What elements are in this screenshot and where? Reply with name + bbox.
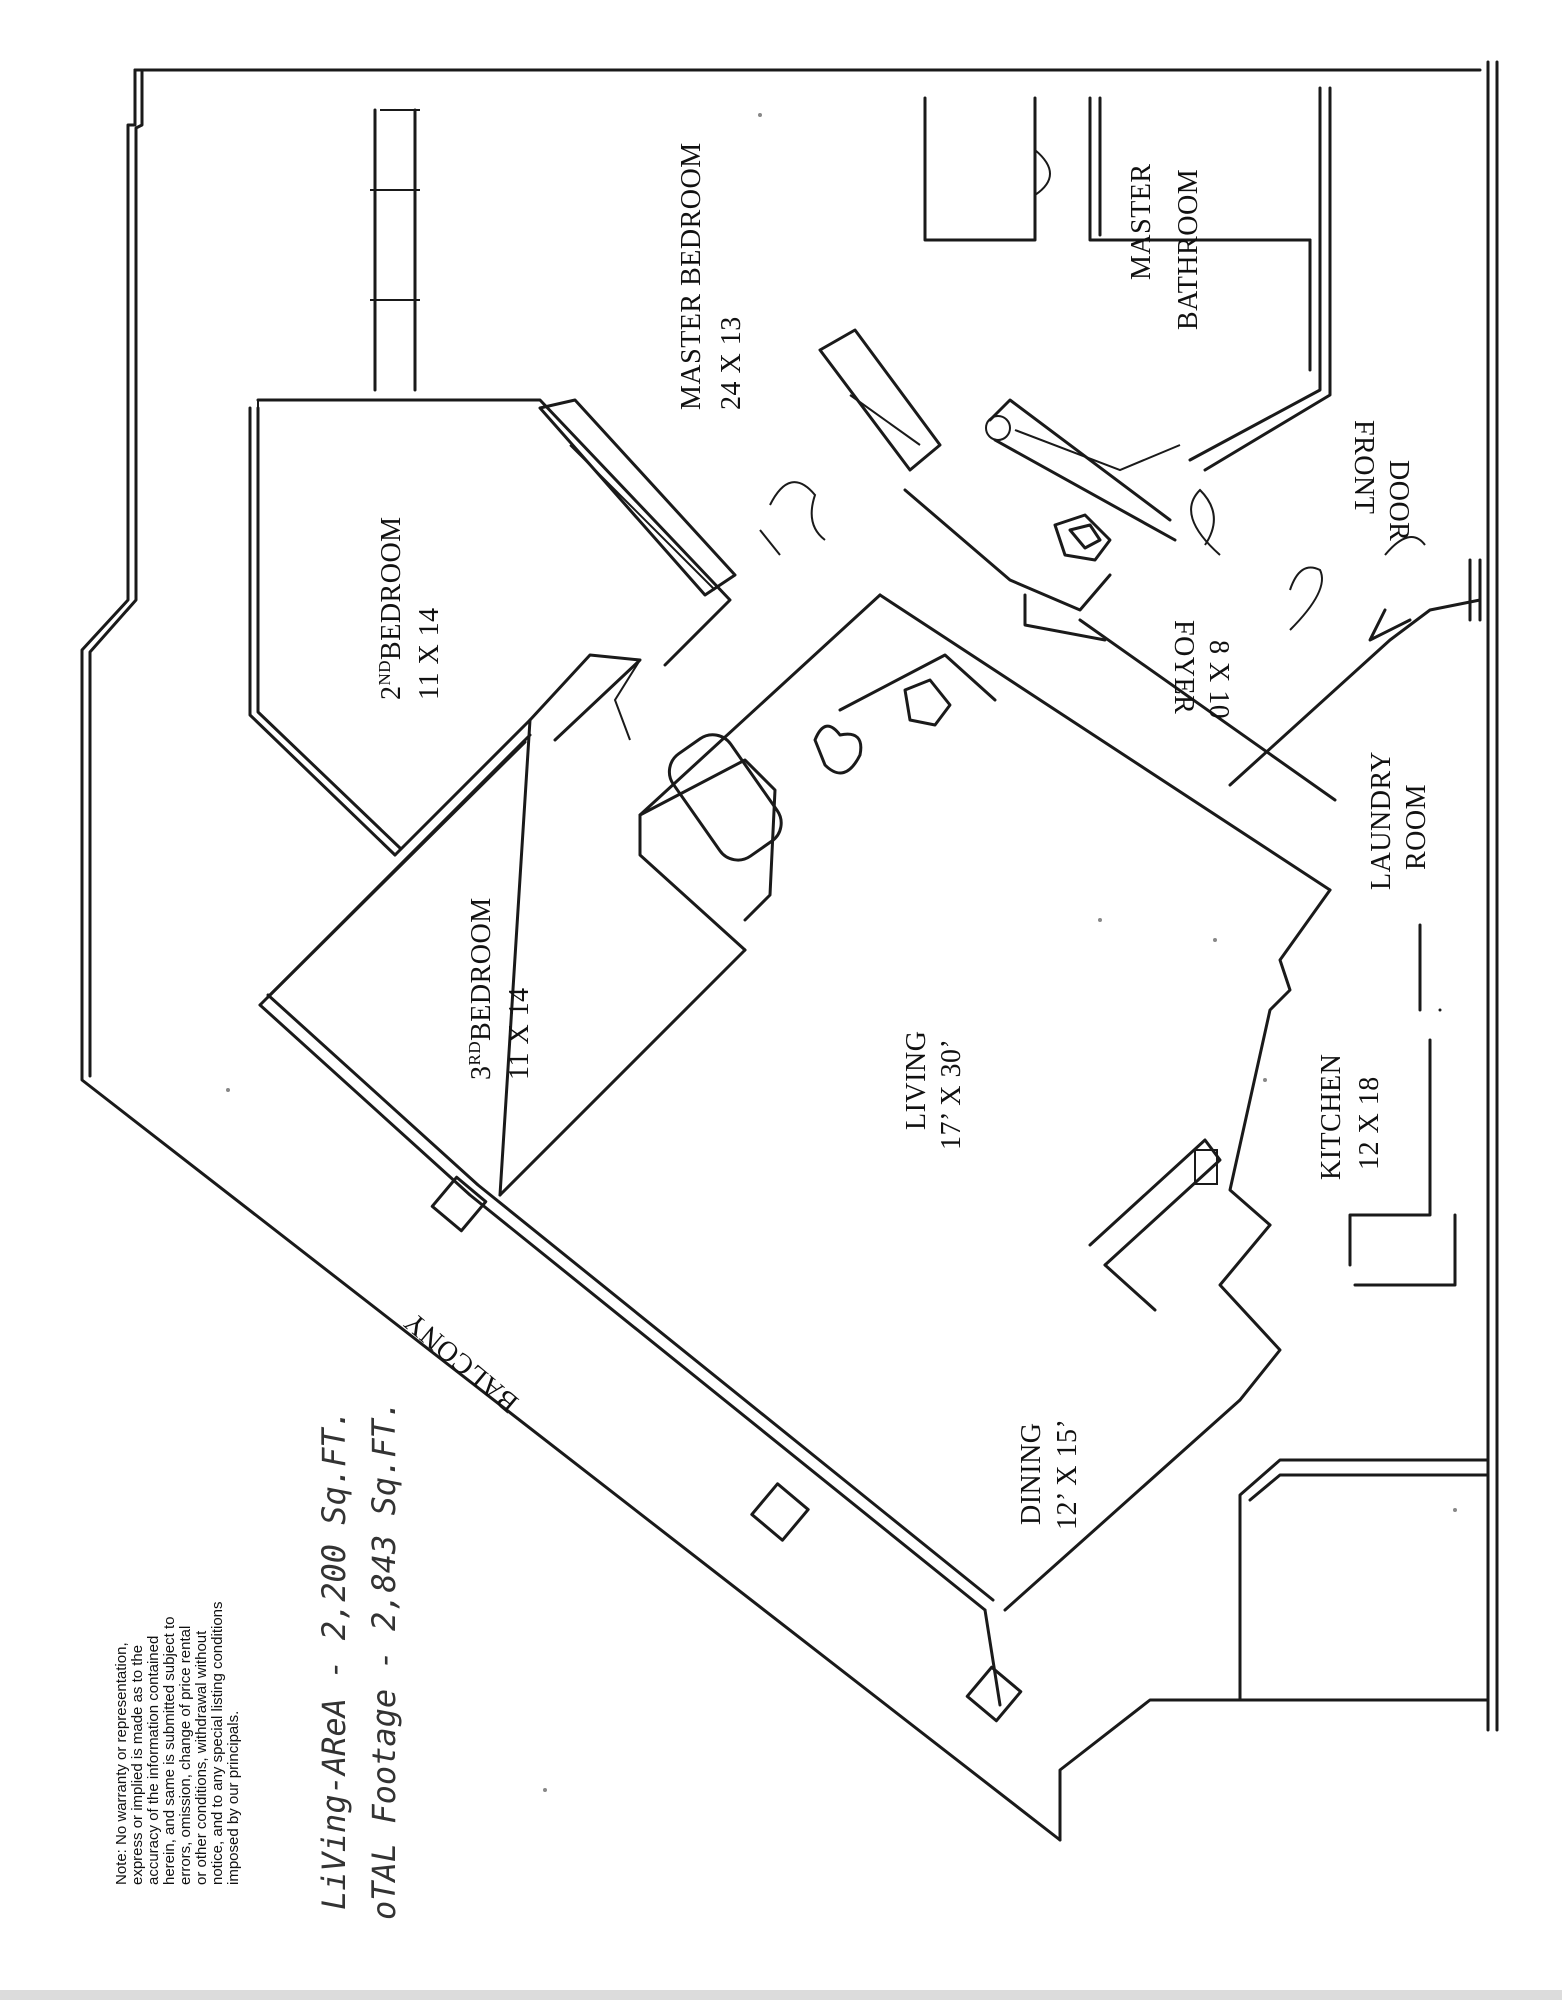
balcony-label: BALCONY xyxy=(398,1305,524,1418)
disclaimer-line-5: errors, omission, change of price rental xyxy=(177,1626,194,1885)
kitchen-size: 12 X 18 xyxy=(1354,1076,1385,1170)
total-footage-note: oTAL Footage - 2,843 Sq.FT. xyxy=(365,1400,403,1920)
front-door-label: FRONT xyxy=(1348,420,1379,514)
disclaimer-line-4: herein, and same is submitted subject to xyxy=(161,1617,178,1885)
second-bedroom-size: 11 X 14 xyxy=(414,607,445,700)
second-bedroom-label: 2NDBEDROOM xyxy=(375,516,407,700)
master-bedroom-size: 24 X 13 xyxy=(716,316,747,410)
disclaimer-line-3: accuracy of the information contained xyxy=(145,1636,162,1885)
disclaimer-line-6: or other conditions, withdrawal without xyxy=(193,1630,210,1885)
living-size: 17’ X 30’ xyxy=(936,1039,967,1150)
living-label: LIVING xyxy=(901,1031,932,1130)
laundry-label-2: ROOM xyxy=(1401,784,1432,870)
disclaimer: Note: No warranty or representation, exp… xyxy=(113,1601,242,1885)
master-bathroom-label-2: BATHROOM xyxy=(1173,169,1204,330)
foyer-size: 8 X 10 xyxy=(1203,640,1234,719)
scan-edge xyxy=(0,1990,1562,2000)
handwritten-notes: LiVing-AReA - 2,200 Sq.FT. oTAL Footage … xyxy=(315,1400,403,1920)
master-bedroom-label: MASTER BEDROOM xyxy=(676,142,707,410)
foyer-label: FOYER xyxy=(1168,620,1199,714)
third-bedroom-label: 3RDBEDROOM xyxy=(465,897,497,1080)
laundry-label: LAUNDRY xyxy=(1366,751,1397,890)
scan-specks xyxy=(226,113,1457,1792)
master-suite-walls xyxy=(759,86,1482,1287)
living-area-note: LiVing-AReA - 2,200 Sq.FT. xyxy=(315,1409,353,1910)
master-bathroom-label: MASTER xyxy=(1126,163,1157,280)
room-labels: MASTER BEDROOM 24 X 13 MASTER BATHROOM 2… xyxy=(375,142,1432,1530)
dining-label: DINING xyxy=(1016,1422,1047,1525)
disclaimer-line-8: imposed by our principals. xyxy=(225,1711,242,1885)
dining-size: 12’ X 15’ xyxy=(1052,1419,1083,1530)
balcony-rail xyxy=(258,993,1023,1723)
disclaimer-line-7: notice, and to any special listing condi… xyxy=(209,1601,226,1885)
second-bedroom-walls xyxy=(248,108,737,857)
disclaimer-line-1: Note: No warranty or representation, xyxy=(113,1642,130,1885)
interior-walls xyxy=(258,593,1332,1612)
third-bedroom-size: 11 X 14 xyxy=(504,987,535,1080)
disclaimer-line-2: express or implied is made as to the xyxy=(129,1645,146,1885)
front-door-label-2: DOOR xyxy=(1383,460,1414,541)
exterior-walls xyxy=(80,60,1499,1842)
kitchen-label: KITCHEN xyxy=(1316,1054,1347,1180)
